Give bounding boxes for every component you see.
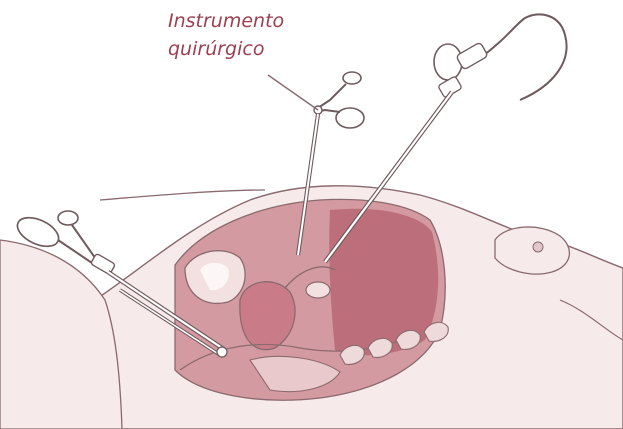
laparoscope-head xyxy=(456,42,488,70)
instrument-label-line1: Instrumento xyxy=(168,10,284,32)
grasper-handles xyxy=(58,225,98,265)
ovary xyxy=(306,282,330,298)
grasper-ring-small xyxy=(58,211,78,225)
forceps-ring-lower xyxy=(336,108,364,128)
cavity-rear xyxy=(329,209,438,355)
laparoscope-cable-icon xyxy=(480,14,567,100)
instrument-label-line2: quirúrgico xyxy=(168,38,264,60)
label-leader-line xyxy=(268,75,318,110)
grasper-tip xyxy=(217,347,227,357)
back-line xyxy=(100,190,265,200)
forceps-ring-upper xyxy=(343,72,361,84)
breast xyxy=(495,227,569,274)
laparoscope-eyepiece xyxy=(434,44,462,80)
nipple xyxy=(533,242,543,252)
